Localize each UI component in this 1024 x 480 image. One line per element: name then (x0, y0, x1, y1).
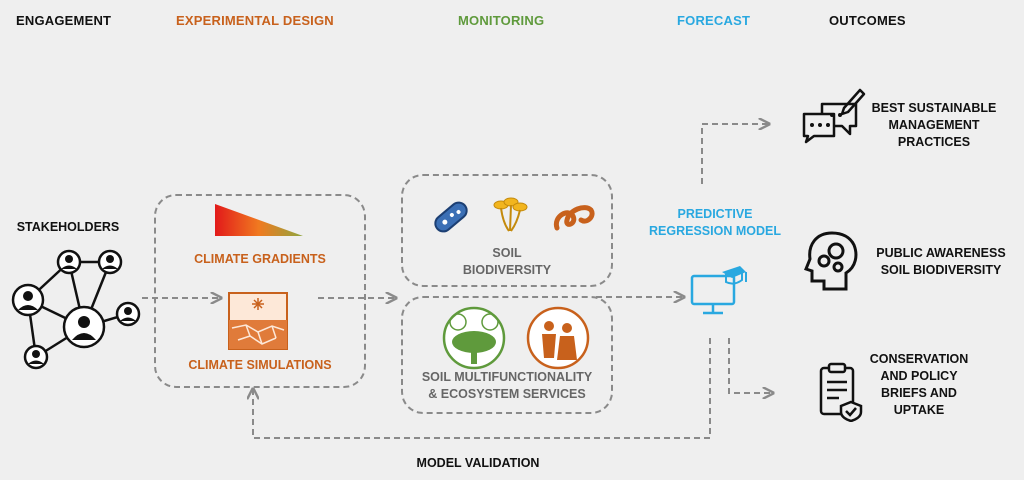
policy-line-4: UPTAKE (893, 403, 945, 417)
policy-line-2: AND POLICY (880, 369, 958, 383)
practices-line-3: PRACTICES (897, 135, 971, 149)
soil-multifunctionality-label: SOIL MULTIFUNCTIONALITY & ECOSYSTEM SERV… (405, 369, 609, 403)
head-gears-icon (804, 231, 858, 291)
policy-line-1: CONSERVATION (869, 352, 969, 366)
climate-gradient-icon (215, 204, 303, 236)
bacteria-icon (434, 201, 468, 233)
arrow-model-validation (253, 338, 711, 439)
people-culture-icon (526, 306, 590, 370)
header-monitoring: MONITORING (458, 13, 545, 28)
fungi-icon (493, 197, 528, 232)
soil-biodiversity-line-2: BIODIVERSITY (462, 263, 552, 277)
arrow-model-to-practices (701, 124, 768, 184)
stakeholders-label: STAKEHOLDERS (16, 220, 120, 234)
header-outcomes: OUTCOMES (829, 13, 906, 28)
predictive-model-line-2: REGRESSION MODEL (649, 224, 781, 238)
policy-line-3: BRIEFS AND (881, 386, 957, 400)
experimental-design-box (154, 194, 366, 388)
soil-multifunctionality-box (401, 296, 613, 414)
model-validation-label: MODEL VALIDATION (416, 456, 540, 470)
arrow-model-to-policy (728, 338, 772, 393)
practices-label: BEST SUSTAINABLE MANAGEMENT PRACTICES (864, 100, 1004, 151)
predictive-model-line-1: PREDICTIVE (677, 207, 753, 221)
header-forecast: FORECAST (677, 13, 751, 28)
soil-biodiversity-label: SOIL BIODIVERSITY (450, 245, 564, 279)
predictive-model-label: PREDICTIVE REGRESSION MODEL (630, 206, 800, 240)
awareness-line-2: SOIL BIODIVERSITY (880, 263, 1002, 277)
clipboard-shield-icon (819, 362, 863, 422)
soil-biodiversity-line-1: SOIL (492, 246, 522, 260)
climate-gradients-label: CLIMATE GRADIENTS (194, 252, 326, 266)
tree-co2-icon (442, 306, 506, 370)
climate-simulations-label: CLIMATE SIMULATIONS (188, 358, 332, 372)
practices-line-1: BEST SUSTAINABLE (871, 101, 997, 115)
awareness-label: PUBLIC AWARENESS SOIL BIODIVERSITY (866, 245, 1016, 279)
chat-pen-icon (802, 88, 866, 144)
policy-label: CONSERVATION AND POLICY BRIEFS AND UPTAK… (864, 351, 974, 419)
practices-line-2: MANAGEMENT (888, 118, 980, 132)
soil-biodiversity-box (401, 174, 613, 287)
earthworm-icon (553, 205, 595, 231)
stakeholders-network-icon (11, 249, 141, 370)
computer-graduation-icon (690, 266, 747, 315)
header-experimental-design: EXPERIMENTAL DESIGN (176, 13, 334, 28)
soil-multifunctionality-line-2: & ECOSYSTEM SERVICES (428, 387, 586, 401)
climate-simulation-icon (228, 292, 288, 350)
header-engagement: ENGAGEMENT (16, 13, 112, 28)
awareness-line-1: PUBLIC AWARENESS (876, 246, 1006, 260)
soil-multifunctionality-line-1: SOIL MULTIFUNCTIONALITY (421, 370, 593, 384)
